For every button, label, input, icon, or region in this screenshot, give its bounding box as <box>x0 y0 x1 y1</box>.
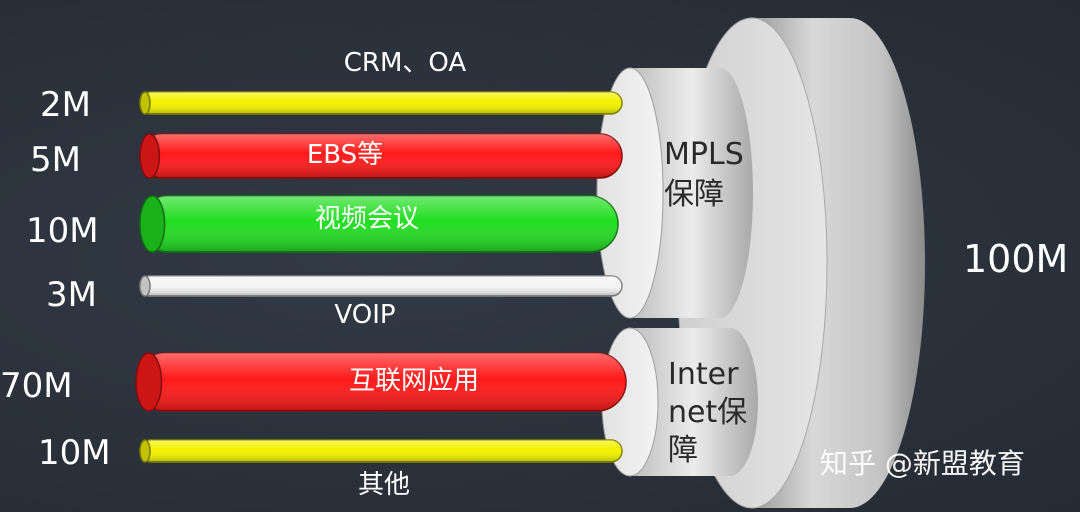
flow-bandwidth-label: 70M <box>0 366 73 406</box>
internet-label-line1: Inter <box>668 357 739 392</box>
flow-pipe <box>139 91 623 115</box>
internet-label-line3: 障 <box>668 433 698 468</box>
flow-app-label: CRM、OA <box>343 48 467 78</box>
pipe-end-cap <box>135 352 163 412</box>
flow-app-label: 其他 <box>357 470 411 500</box>
flow-app-label: VOIP <box>334 300 396 330</box>
flow-pipe <box>135 352 627 412</box>
pipe-end-cap <box>139 439 151 463</box>
flow-bandwidth-label: 2M <box>40 85 91 125</box>
flow-app-label: EBS等 <box>306 140 384 170</box>
mpls-label-line1: MPLS <box>664 137 744 172</box>
internet-cylinder <box>601 327 758 477</box>
flow-app-label: 视频会议 <box>314 204 420 234</box>
mpls-cylinder <box>596 67 753 319</box>
flow-bandwidth-label: 3M <box>46 275 97 315</box>
flow-pipe <box>139 439 623 463</box>
flow-bandwidth-label: 10M <box>26 211 99 251</box>
flow-bandwidth-label: 10M <box>38 433 111 473</box>
mpls-label: MPLS 保障 <box>664 135 744 215</box>
mpls-label-line2: 保障 <box>664 177 724 212</box>
watermark: 知乎 @新盟教育 <box>820 447 1025 480</box>
flow-app-label: 互联网应用 <box>348 366 480 396</box>
flow-pipe <box>139 275 623 297</box>
pipe-end-cap <box>139 91 151 115</box>
pipe-end-cap <box>139 275 151 297</box>
pipe-end-cap <box>139 195 166 253</box>
internet-label: Inter net保 障 <box>668 356 747 470</box>
pipe-end-cap <box>139 133 161 179</box>
flow-pipes <box>135 91 627 463</box>
internet-label-line2: net保 <box>668 395 748 430</box>
flow-pipe <box>139 195 619 253</box>
flow-bandwidth-label: 5M <box>30 140 81 180</box>
flow-pipe <box>139 133 623 179</box>
total-bandwidth-label: 100M <box>963 237 1069 281</box>
